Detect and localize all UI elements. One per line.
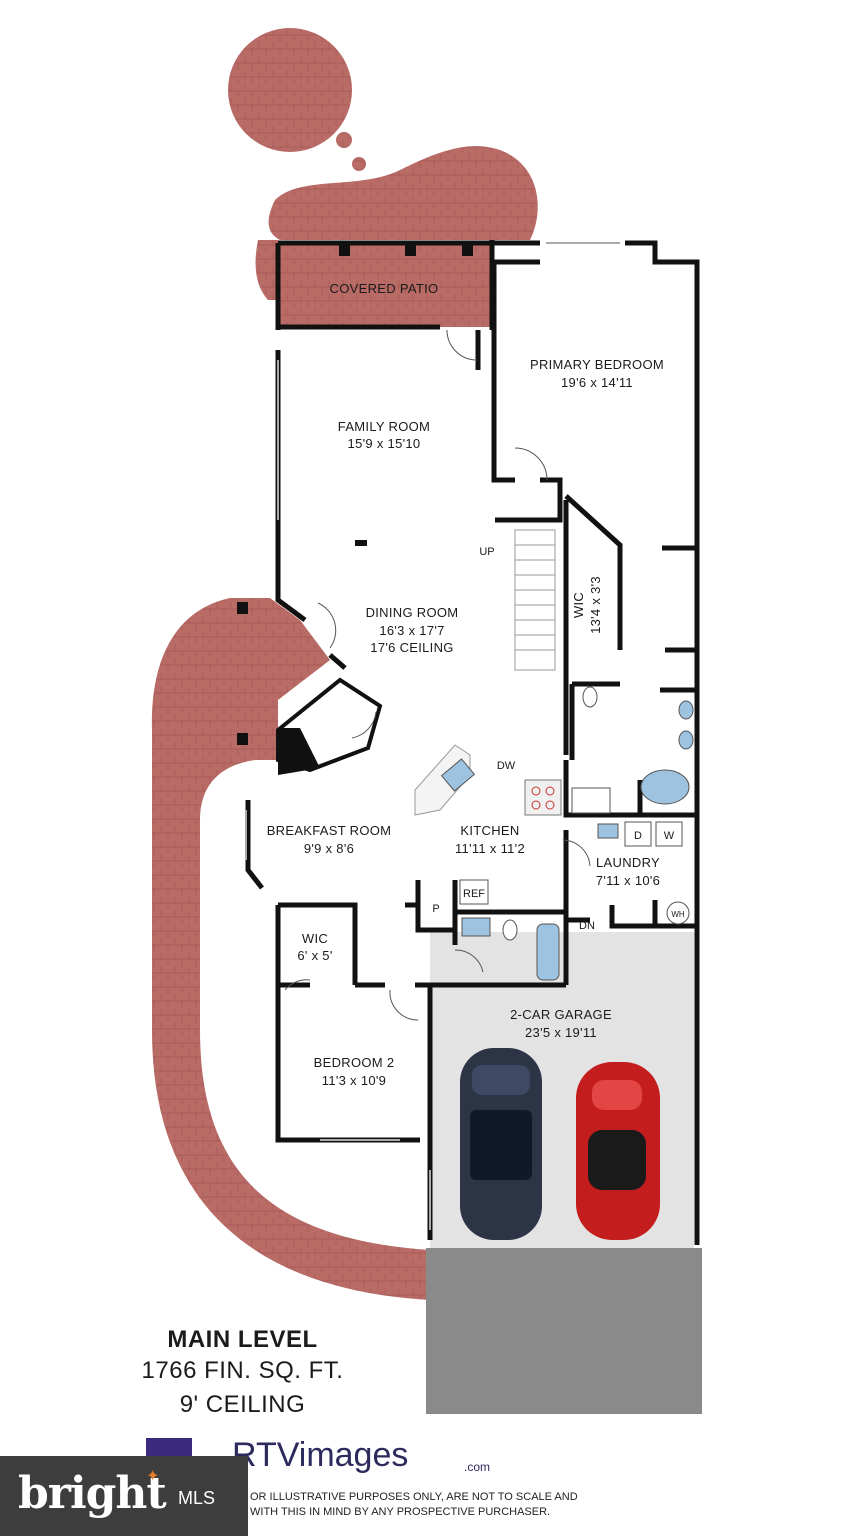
pantry-label: P [432, 903, 439, 915]
wic-primary-name: WIC [571, 592, 586, 618]
covered-patio-floor [280, 243, 490, 327]
dishwasher-label: DW [497, 760, 516, 772]
family-room-name: FAMILY ROOM [338, 419, 430, 434]
disclaimer: OR ILLUSTRATIVE PURPOSES ONLY, ARE NOT T… [250, 1490, 610, 1520]
kitchen-island [414, 744, 562, 905]
stairs-up-label: UP [479, 546, 494, 558]
wic-primary-size: 13'4 x 3'3 [588, 576, 603, 634]
brand-suffix: .com [464, 1460, 491, 1474]
dark-suv [460, 1048, 542, 1240]
bedroom-2-name: BEDROOM 2 [314, 1055, 395, 1070]
doors [284, 329, 591, 1021]
level-title: MAIN LEVEL [167, 1326, 318, 1353]
staircase [514, 529, 556, 671]
disclaimer-line-1: OR ILLUSTRATIVE PURPOSES ONLY, ARE NOT T… [250, 1491, 578, 1503]
level-summary: MAIN LEVEL 1766 FIN. SQ. FT. 9' CEILING [120, 1326, 365, 1422]
brick-patio [151, 28, 538, 1300]
brand-name: RTVimages [232, 1436, 409, 1474]
breakfast-room-size: 9'9 x 8'6 [304, 841, 354, 856]
covered-patio-label: COVERED PATIO [330, 281, 439, 296]
washer-label: W [664, 830, 675, 842]
star-icon: ✦ [146, 1468, 160, 1485]
breakfast-room-name: BREAKFAST ROOM [267, 823, 392, 838]
disclaimer-line-2: WITH THIS IN MIND BY ANY PROSPECTIVE PUR… [250, 1506, 551, 1518]
kitchen-name: KITCHEN [460, 823, 519, 838]
watermark-word: bright [18, 1468, 167, 1519]
family-room-size: 15'9 x 15'10 [348, 436, 421, 451]
dining-room-ceiling: 17'6 CEILING [370, 640, 453, 655]
dryer-label: D [634, 830, 642, 842]
wic-small-name: WIC [302, 931, 328, 946]
windows [245, 242, 620, 1230]
garage-name: 2-CAR GARAGE [510, 1007, 612, 1022]
watermark-suffix: MLS [178, 1488, 216, 1508]
dining-room-size: 16'3 x 17'7 [379, 623, 444, 638]
dining-room-name: DINING ROOM [366, 605, 459, 620]
water-heater-label: WH [671, 910, 685, 919]
primary-bedroom-size: 19'6 x 14'11 [561, 375, 633, 390]
wic-small-size: 6' x 5' [297, 948, 332, 963]
garage-size: 23'5 x 19'11 [525, 1025, 597, 1040]
columns [237, 244, 473, 775]
driveway [426, 1248, 702, 1414]
room-labels: COVERED PATIO PRIMARY BEDROOM 19'6 x 14'… [267, 281, 685, 1088]
ceiling-height: 9' CEILING [179, 1391, 306, 1418]
bedroom-2-size: 11'3 x 10'9 [322, 1073, 386, 1088]
laundry-name: LAUNDRY [596, 855, 660, 870]
finished-area: 1766 FIN. SQ. FT. [141, 1357, 344, 1384]
bright-mls-watermark: bright ✦ MLS [0, 1456, 248, 1536]
refrigerator-label: REF [463, 888, 485, 900]
primary-bedroom-name: PRIMARY BEDROOM [530, 357, 664, 372]
red-sports-car [576, 1062, 660, 1240]
laundry-size: 7'11 x 10'6 [596, 873, 660, 888]
kitchen-size: 11'11 x 11'2 [455, 841, 525, 856]
stairs-down-label: DN [579, 920, 595, 932]
bath-fixtures [461, 686, 694, 981]
